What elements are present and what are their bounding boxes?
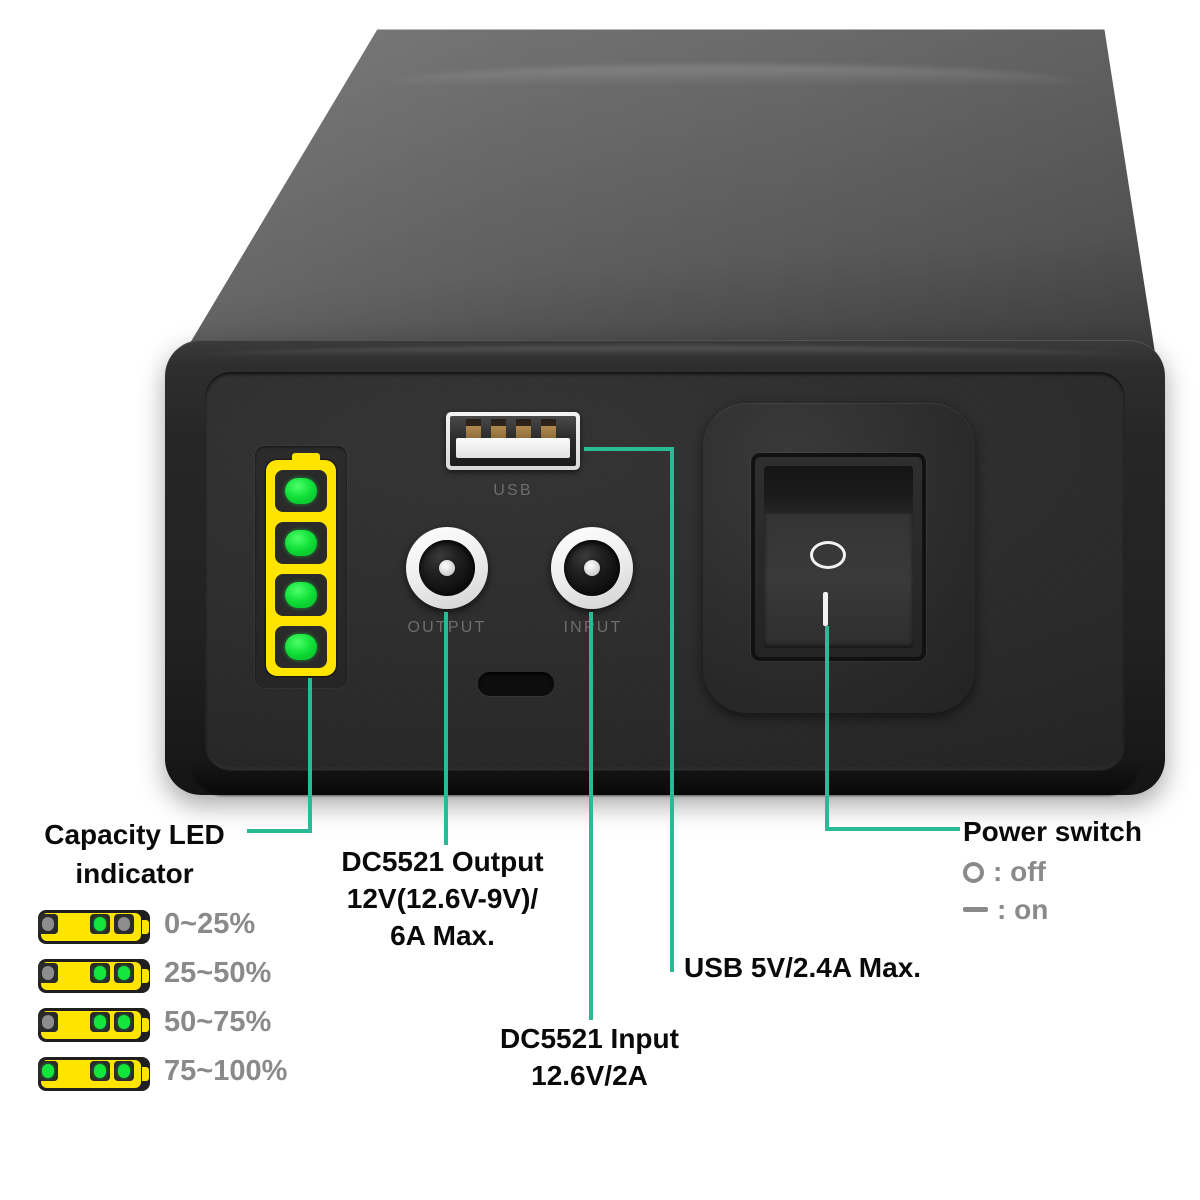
battery-cell <box>38 1061 58 1081</box>
dc-output-jack[interactable] <box>406 527 488 609</box>
battery-icon <box>38 959 150 993</box>
battery-cell <box>114 1061 134 1081</box>
legend-row: 50~75% <box>38 1006 358 1049</box>
battery-tip <box>142 1018 149 1032</box>
usb-port-label: USB <box>493 482 533 499</box>
input-port-label: INPUT <box>563 619 623 636</box>
usb-contact-pin <box>491 419 506 439</box>
battery-lamp-on <box>94 966 106 980</box>
switch-off-label: : off <box>993 856 1046 887</box>
battery-lamp-on <box>94 917 106 931</box>
led-cell-3 <box>275 574 327 616</box>
led-lamp <box>285 530 317 556</box>
leader-dc-input <box>589 612 593 1020</box>
usb-contact-pin <box>466 419 481 439</box>
battery-cell <box>90 1012 110 1032</box>
legend-rows: 0~25% 25~50% <box>38 908 358 1098</box>
legend-title: Capacity LED indicator <box>44 819 225 890</box>
led-cell-4 <box>275 626 327 668</box>
switch-legend-on-row: : on <box>963 894 1048 932</box>
usb-contact-pin <box>516 419 531 439</box>
battery-lamp-on <box>118 1064 130 1078</box>
battery-cell <box>114 963 134 983</box>
usb-contact-gold <box>466 426 481 439</box>
leader-usb-vertical <box>670 447 674 972</box>
callout-usb: USB 5V/2.4A Max. <box>684 952 922 983</box>
battery-lamp-on <box>42 1064 54 1078</box>
battery-lamp-off <box>42 966 54 980</box>
leader-usb-horizontal <box>584 447 674 451</box>
leader-dc-output <box>444 612 448 845</box>
led-cell-1 <box>275 470 327 512</box>
usb-contact-gold <box>516 426 531 439</box>
leader-power-switch-vertical <box>825 626 829 831</box>
legend-range-label: 0~25% <box>164 908 256 940</box>
switch-off-symbol-icon <box>810 541 846 569</box>
switch-on-label: : on <box>997 894 1049 925</box>
led-lamp <box>285 634 317 660</box>
dc-input-jack[interactable] <box>551 527 633 609</box>
battery-lamp-on <box>94 1064 106 1078</box>
usb-tongue <box>456 438 570 458</box>
battery-tip <box>142 969 149 983</box>
switch-legend-off-row: : off <box>963 856 1048 894</box>
dash-on-icon <box>963 907 988 912</box>
rocker-upper-face <box>764 466 913 514</box>
legend-row: 75~100% <box>38 1055 358 1098</box>
leader-capacity-led-vertical <box>308 678 312 833</box>
battery-lamp-off <box>42 1015 54 1029</box>
battery-lamp-on <box>94 1015 106 1029</box>
usb-contact-gold <box>541 426 556 439</box>
usb-port-interior <box>450 416 576 466</box>
jack-center-pin <box>584 560 600 576</box>
switch-legend: : off : on <box>963 856 1048 932</box>
callout-dc-output: DC5521 Output 12V(12.6V-9V)/ 6A Max. <box>341 846 544 951</box>
battery-cell <box>114 1012 134 1032</box>
callout-dc-input: DC5521 Input 12.6V/2A <box>500 1023 679 1091</box>
leader-power-switch-horizontal <box>825 827 960 831</box>
legend-row: 25~50% <box>38 957 358 1000</box>
device-top-edge-highlight <box>380 65 1090 85</box>
battery-cell <box>38 963 58 983</box>
switch-on-symbol-icon <box>823 592 828 626</box>
battery-cell <box>38 1012 58 1032</box>
jack-center-pin <box>439 560 455 576</box>
battery-graphic <box>266 460 336 676</box>
power-bank-device <box>150 20 1165 810</box>
battery-cell <box>114 914 134 934</box>
battery-tip <box>142 920 149 934</box>
led-cell-2 <box>275 522 327 564</box>
usb-a-port[interactable] <box>446 412 580 470</box>
legend-row: 0~25% <box>38 908 358 951</box>
battery-lamp-on <box>118 966 130 980</box>
usb-contact-pin <box>541 419 556 439</box>
capacity-led-indicator <box>255 446 347 688</box>
battery-tip <box>142 1067 149 1081</box>
battery-cell <box>90 1061 110 1081</box>
circle-off-icon <box>963 862 984 883</box>
led-lamp <box>285 478 317 504</box>
battery-lamp-off <box>42 917 54 931</box>
power-switch-rocker[interactable] <box>764 466 913 648</box>
battery-icon <box>38 910 150 944</box>
battery-cell <box>90 963 110 983</box>
battery-terminal-nub <box>292 453 320 463</box>
battery-icon <box>38 1057 150 1091</box>
led-lamp <box>285 582 317 608</box>
callout-power-switch: Power switch <box>963 816 1142 847</box>
device-shell-lip-highlight <box>195 346 1135 356</box>
battery-lamp-on <box>118 1015 130 1029</box>
capacity-legend: Capacity LED indicator 0~25% <box>32 815 362 1091</box>
battery-cell <box>90 914 110 934</box>
battery-cell <box>38 914 58 934</box>
battery-icon <box>38 1008 150 1042</box>
leader-capacity-led-horizontal <box>247 829 312 833</box>
legend-range-label: 75~100% <box>164 1055 288 1087</box>
usb-c-slot[interactable] <box>478 672 554 696</box>
legend-range-label: 50~75% <box>164 1006 272 1038</box>
legend-range-label: 25~50% <box>164 957 272 989</box>
usb-contact-gold <box>491 426 506 439</box>
battery-lamp-off <box>118 917 130 931</box>
